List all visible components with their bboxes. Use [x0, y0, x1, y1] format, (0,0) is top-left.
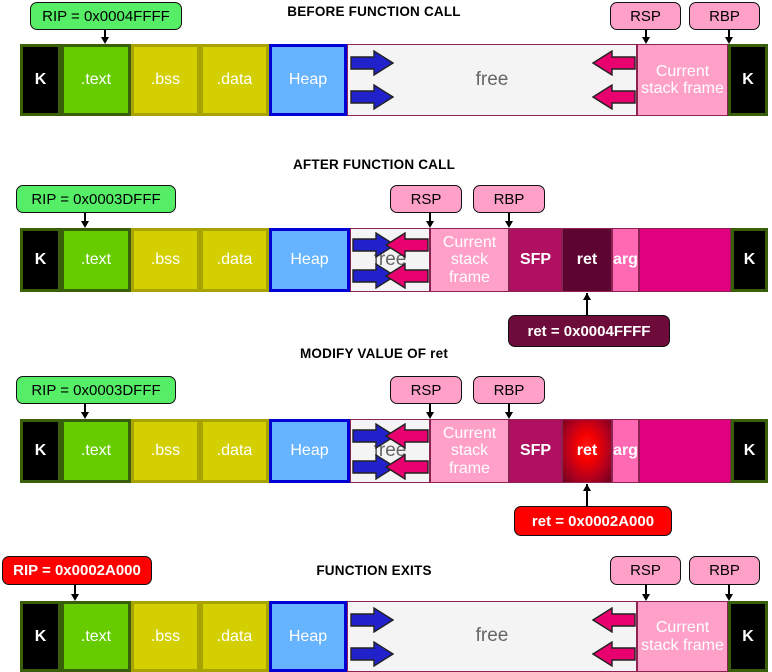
heap-grow-arrow-bottom-row1 [350, 84, 394, 110]
segment-heap-row4: Heap [269, 601, 347, 672]
rip-callout-row2: RIP = 0x0003DFFF [16, 185, 176, 213]
segment-kernel-high-row3: K [731, 419, 768, 483]
segment-kernel-low-row2: K [20, 228, 61, 292]
rbp-callout-row3: RBP [473, 376, 545, 404]
segment-bss-row2: .bss [131, 228, 200, 292]
segment-text-row3: .text [61, 419, 131, 483]
segment-bss-row1: .bss [131, 44, 200, 116]
heap-grow-arrow-bottom-row3 [352, 454, 396, 480]
segment-bss-row3: .bss [131, 419, 200, 483]
segment-data-row1: .data [200, 44, 269, 116]
rsp-callout-row3: RSP [390, 376, 462, 404]
rbp-callout-row1: RBP [689, 2, 760, 30]
stack-grow-arrow-bottom-row4 [592, 641, 636, 667]
row-title-before-function-call: BEFORE FUNCTION CALL [287, 4, 461, 19]
stack-grow-arrow-bottom-row1 [592, 84, 636, 110]
rsp-callout-row2: RSP [390, 185, 462, 213]
row-title-function-exits: FUNCTION EXITS [316, 563, 432, 578]
heap-grow-arrow-top-row2 [352, 232, 396, 258]
stack-grow-arrow-top-row3 [385, 423, 429, 449]
rip-callout-row1: RIP = 0x0004FFFF [30, 2, 182, 30]
segment-current-stack-frame-row2: Current stack frame [430, 228, 509, 292]
ret-value-callout-row3: ret = 0x0002A000 [514, 506, 672, 536]
rbp-callout-row2: RBP [473, 185, 545, 213]
segment-kernel-low-row3: K [20, 419, 61, 483]
segment-kernel-low-row1: K [20, 44, 61, 116]
segment-kernel-high-row1: K [728, 44, 768, 116]
segment-sfp-row3: SFP [509, 419, 562, 483]
segment-arg-row2: arg [612, 228, 639, 292]
segment-sfp-row2: SFP [509, 228, 562, 292]
segment-current-stack-frame-row1: Current stack frame [637, 44, 728, 116]
segment-text-row4: .text [61, 601, 131, 672]
segment-heap-row2: Heap [269, 228, 350, 292]
segment-stack-pad-row2 [639, 228, 731, 292]
row-title-after-function-call: AFTER FUNCTION CALL [292, 157, 456, 172]
segment-heap-row3: Heap [269, 419, 350, 483]
segment-text-row2: .text [61, 228, 131, 292]
segment-arg-row3: arg [612, 419, 639, 483]
segment-kernel-high-row4: K [728, 601, 768, 672]
rip-callout-row3: RIP = 0x0003DFFF [16, 376, 176, 404]
segment-kernel-low-row4: K [20, 601, 61, 672]
segment-current-stack-frame-row3: Current stack frame [430, 419, 509, 483]
segment-free-row1: free [347, 44, 637, 116]
segment-data-row4: .data [200, 601, 269, 672]
segment-data-row2: .data [200, 228, 269, 292]
stack-grow-arrow-top-row2 [385, 232, 429, 258]
row-title-modify-value-of-ret: MODIFY VALUE OF ret [299, 346, 449, 361]
rip-callout-row4: RIP = 0x0002A000 [2, 556, 152, 585]
heap-grow-arrow-bottom-row2 [352, 263, 396, 289]
segment-bss-row4: .bss [131, 601, 200, 672]
stack-grow-arrow-top-row1 [592, 50, 636, 76]
stack-grow-arrow-bottom-row3 [385, 454, 429, 480]
memory-bar-row1: K .text .bss .data Heap free Current sta… [0, 44, 772, 116]
heap-grow-arrow-top-row3 [352, 423, 396, 449]
ret-value-callout-row2: ret = 0x0004FFFF [508, 315, 670, 347]
segment-heap-row1: Heap [269, 44, 347, 116]
rsp-callout-row1: RSP [610, 2, 681, 30]
segment-free-row4: free [347, 601, 637, 672]
stack-grow-arrow-bottom-row2 [385, 263, 429, 289]
heap-grow-arrow-bottom-row4 [350, 641, 394, 667]
heap-grow-arrow-top-row1 [350, 50, 394, 76]
stack-grow-arrow-top-row4 [592, 607, 636, 633]
segment-data-row3: .data [200, 419, 269, 483]
rsp-callout-row4: RSP [610, 556, 681, 585]
memory-bar-row2: K .text .bss .data Heap free Current sta… [0, 228, 772, 292]
segment-ret-row3: ret [562, 419, 612, 483]
segment-stack-pad-row3 [639, 419, 731, 483]
heap-grow-arrow-top-row4 [350, 607, 394, 633]
segment-kernel-high-row2: K [731, 228, 768, 292]
rbp-callout-row4: RBP [689, 556, 760, 585]
segment-text-row1: .text [61, 44, 131, 116]
memory-bar-row4: K .text .bss .data Heap free Current sta… [0, 601, 772, 672]
segment-ret-row2: ret [562, 228, 612, 292]
memory-bar-row3: K .text .bss .data Heap free Current sta… [0, 419, 772, 483]
segment-current-stack-frame-row4: Current stack frame [637, 601, 728, 672]
